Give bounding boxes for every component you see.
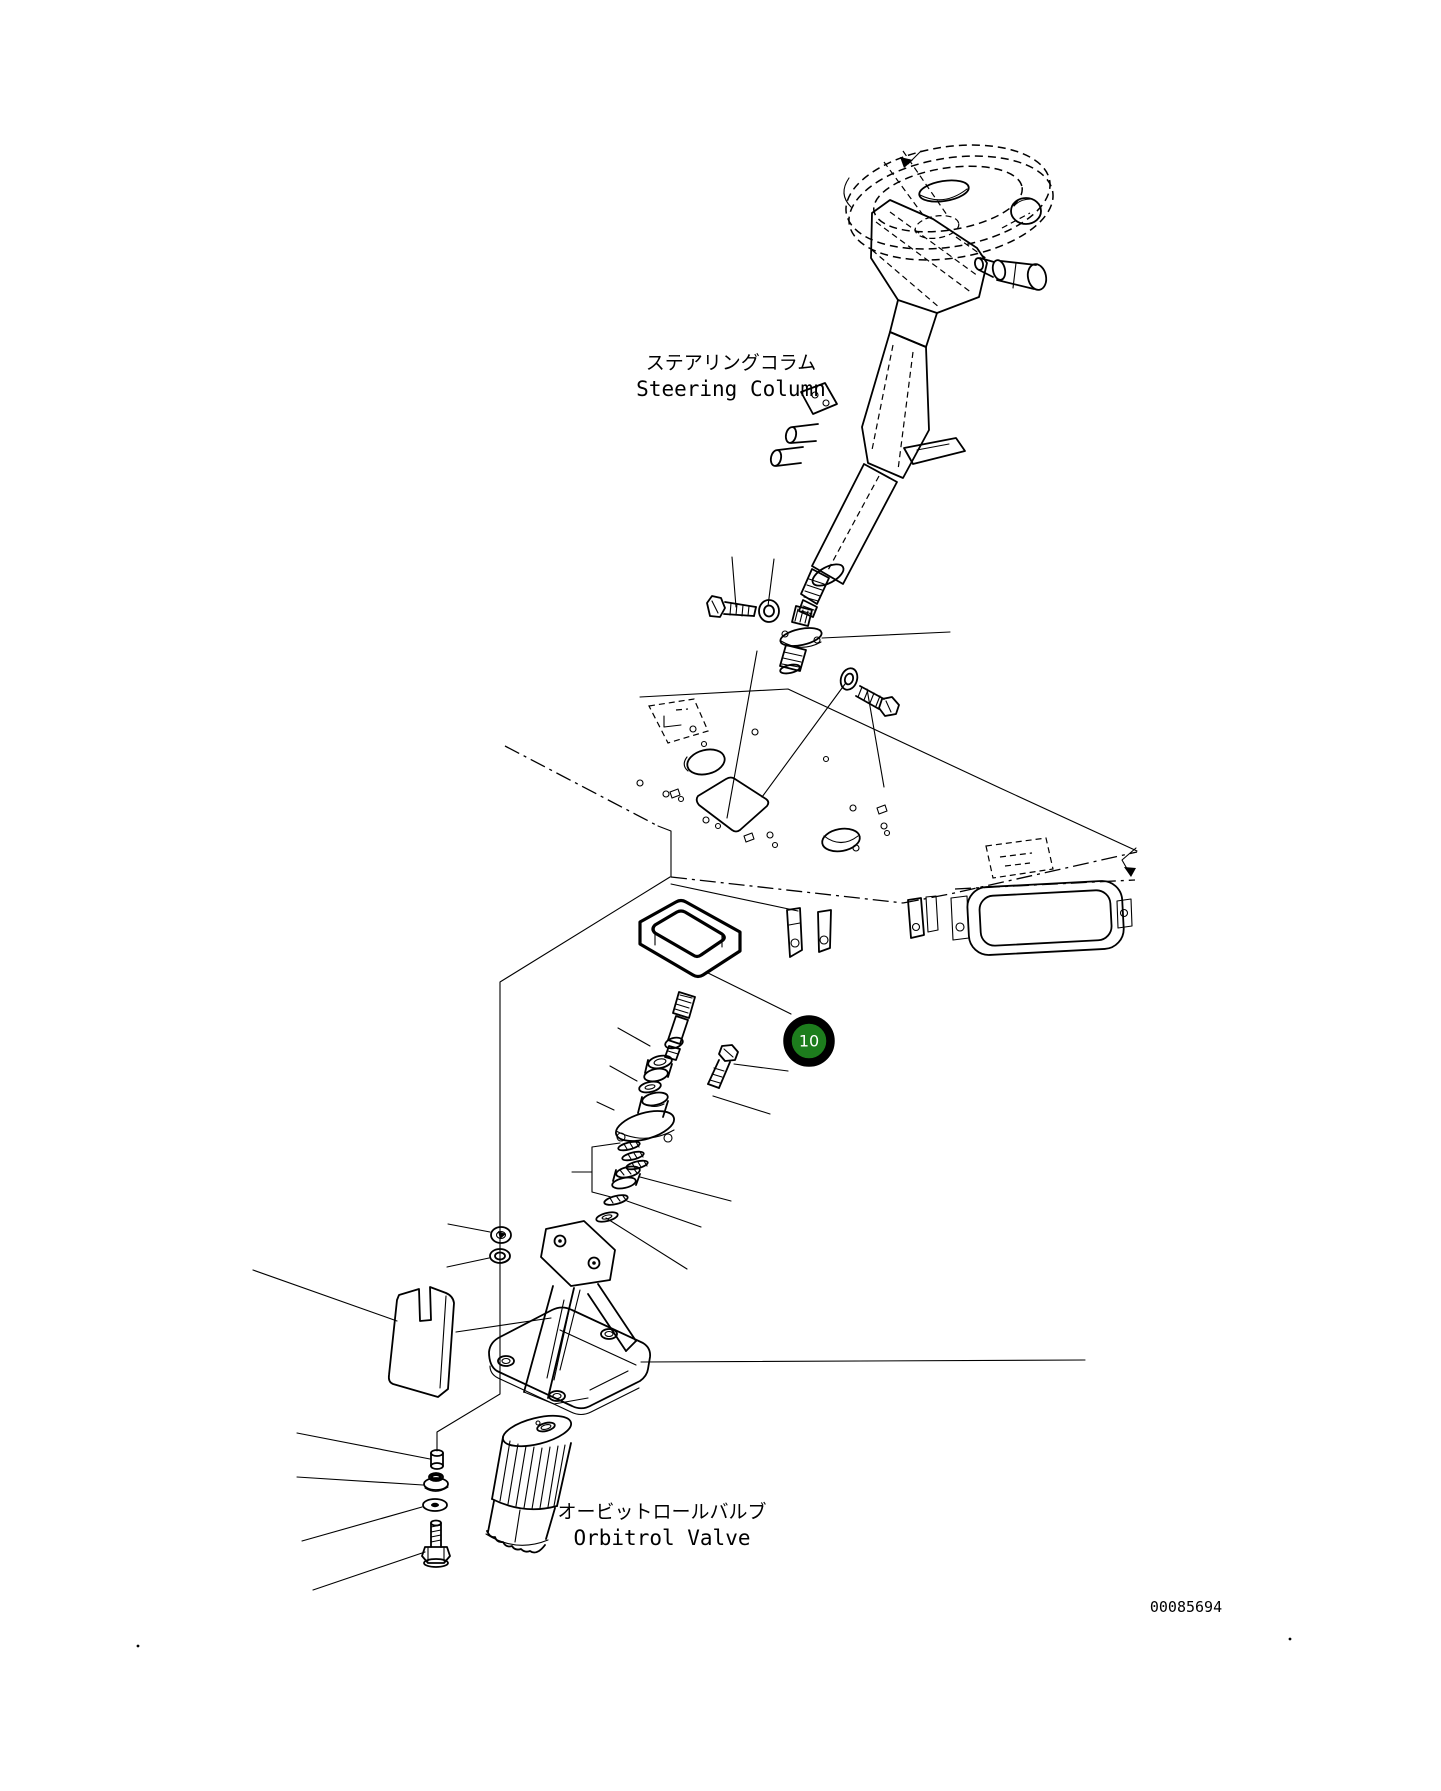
balloon-number: 10 — [799, 1032, 819, 1051]
wedge-cover — [252, 1269, 455, 1398]
clamp-bolt — [769, 423, 819, 467]
side-plate — [985, 837, 1054, 879]
washer — [758, 599, 780, 623]
universal-joint — [779, 605, 823, 675]
grommet — [296, 1472, 449, 1492]
hex-bolt — [855, 685, 900, 717]
shaft-leader-lines — [571, 1027, 789, 1270]
label-steering-column-ja: ステアリングコラム — [646, 352, 816, 374]
left-hardware — [296, 876, 671, 1591]
splined-shaft — [664, 991, 696, 1061]
orbitrol-valve — [485, 1414, 573, 1554]
washer — [839, 667, 859, 691]
column-tube — [811, 463, 898, 587]
mount-tabs — [786, 895, 939, 958]
corner-arrow-icon — [1121, 847, 1137, 877]
tilt-clamp — [800, 382, 838, 415]
floor-plate — [504, 688, 1138, 958]
bushing-washer — [446, 1248, 511, 1268]
label-steering-column-en: Steering Column — [636, 377, 826, 401]
access-plate — [648, 698, 709, 744]
balloon-leader — [705, 971, 792, 1015]
column-cutout — [695, 776, 770, 833]
hex-bolt — [707, 1044, 739, 1089]
balloon-10[interactable]: 10 — [783, 1015, 835, 1067]
shaft-parts — [571, 991, 789, 1270]
hex-bolt — [706, 595, 757, 618]
drawing-number: 00085694 — [1150, 1598, 1222, 1616]
plate-holes — [636, 725, 891, 852]
keyed-washer — [447, 1223, 512, 1244]
spacer — [296, 1432, 444, 1470]
thrust-washer — [595, 1211, 619, 1223]
plate-oval-hole — [686, 748, 726, 776]
clip — [603, 1194, 629, 1206]
reference-dots — [136, 1637, 1292, 1648]
steering-column-assembly — [769, 199, 988, 618]
base-plate — [455, 1306, 1086, 1416]
snap-ring — [638, 1080, 662, 1094]
horn-pad — [918, 179, 970, 203]
handrail-frame — [966, 880, 1125, 956]
label-orbitrol-valve-ja: オービットロールバルブ — [557, 1500, 766, 1523]
mount-bracket — [523, 1220, 637, 1405]
frame-brackets — [950, 895, 1133, 941]
rotation-arrow-icon — [900, 150, 922, 168]
tilt-lever — [903, 437, 966, 465]
spinner-knob — [973, 257, 1048, 291]
gasket-frame — [638, 898, 742, 979]
mount-bolt — [312, 1519, 451, 1591]
plate-oval-hole — [821, 827, 861, 853]
flat-washer — [301, 1498, 448, 1542]
bushing — [643, 1054, 673, 1083]
bearing-housing — [615, 1091, 675, 1143]
knob-mount — [1010, 197, 1042, 225]
spacer-collar — [611, 1165, 641, 1190]
upper-hardware — [706, 556, 951, 819]
steering-wheel — [843, 144, 1054, 291]
label-orbitrol-valve-en: Orbitrol Valve — [573, 1526, 750, 1550]
